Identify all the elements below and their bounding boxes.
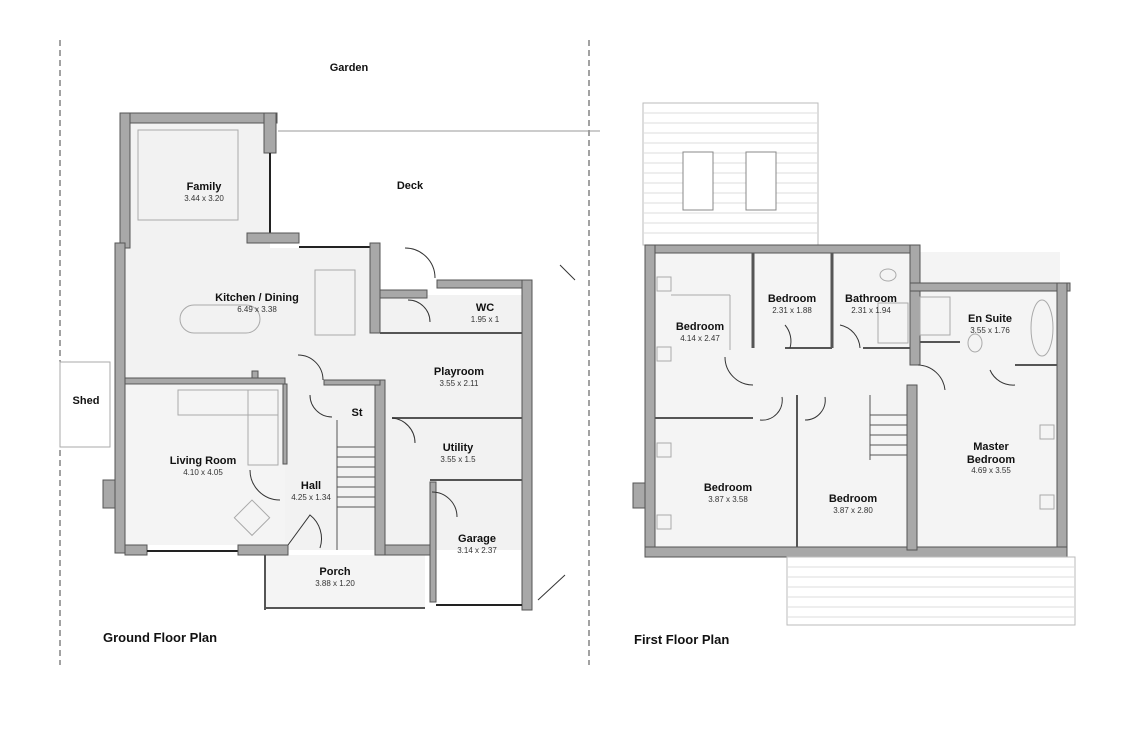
- deck-label: Deck: [396, 180, 424, 192]
- garden-label: Garden: [329, 62, 369, 74]
- first-floor-title: First Floor Plan: [634, 632, 730, 647]
- shed-label: Shed: [72, 395, 100, 407]
- first-floor-plan: [632, 102, 1076, 626]
- room-storage: St: [351, 407, 363, 419]
- ground-floor-title: Ground Floor Plan: [103, 630, 218, 645]
- ground-floor-plan: [59, 112, 576, 611]
